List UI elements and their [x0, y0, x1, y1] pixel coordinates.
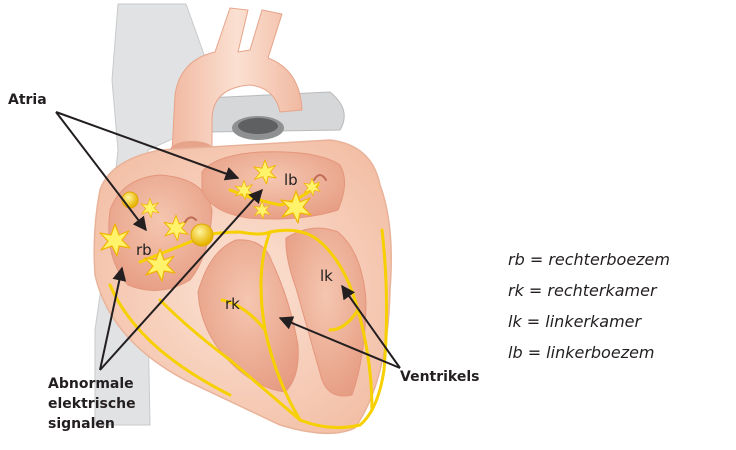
- callout-abnormal-line-3: signalen: [48, 416, 115, 432]
- callout-atria: Atria: [8, 90, 47, 110]
- callout-ventricles: Ventrikels: [400, 367, 480, 387]
- label-lb: lb: [284, 171, 298, 189]
- legend-item-lk: lk = linkerkamer: [508, 312, 670, 332]
- legend-item-rk: rk = rechterkamer: [508, 281, 670, 301]
- callout-abnormal-line-2: elektrische: [48, 396, 136, 412]
- left-atrium: [202, 152, 345, 219]
- label-lk: lk: [320, 267, 333, 285]
- node-icon: [122, 192, 138, 208]
- legend-item-lb: lb = linkerboezem: [508, 343, 670, 363]
- label-rk: rk: [225, 295, 240, 313]
- legend-item-rb: rb = rechterboezem: [508, 250, 670, 270]
- callout-abnormal-line-1: Abnormale: [48, 376, 134, 392]
- label-rb: rb: [136, 241, 152, 259]
- callout-abnormal-signals: Abnormale elektrische signalen: [48, 374, 136, 434]
- node-icon: [191, 224, 213, 246]
- legend: rb = rechterboezem rk = rechterkamer lk …: [508, 250, 670, 374]
